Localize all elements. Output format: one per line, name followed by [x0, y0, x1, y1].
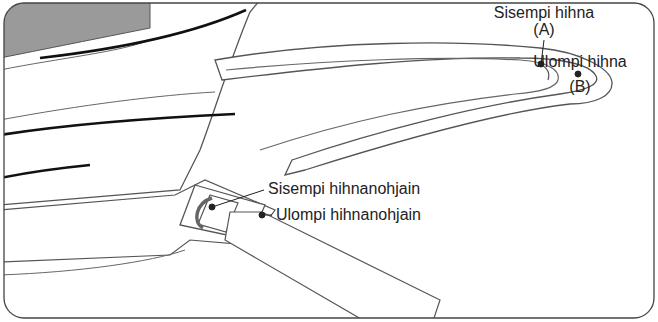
callout-letter: (A) — [533, 21, 554, 39]
frame — [4, 3, 654, 318]
seam — [4, 165, 90, 178]
part-label: Ulompi hihnanohjain — [276, 206, 421, 224]
carrier-panel — [4, 3, 150, 58]
carrier-body — [4, 3, 260, 205]
part-label: Ulompi hihna — [533, 53, 626, 71]
d-ring — [197, 198, 212, 228]
part-label: Sisempi hihna — [494, 4, 595, 22]
seam — [4, 114, 235, 135]
strap-drawing — [4, 3, 612, 318]
seam — [40, 10, 246, 58]
leader-lines — [209, 40, 581, 218]
callout-letter: (B) — [569, 78, 590, 96]
inner-strap — [226, 58, 558, 150]
part-label: Sisempi hihnanohjain — [268, 180, 420, 198]
lower-strap — [225, 212, 440, 318]
